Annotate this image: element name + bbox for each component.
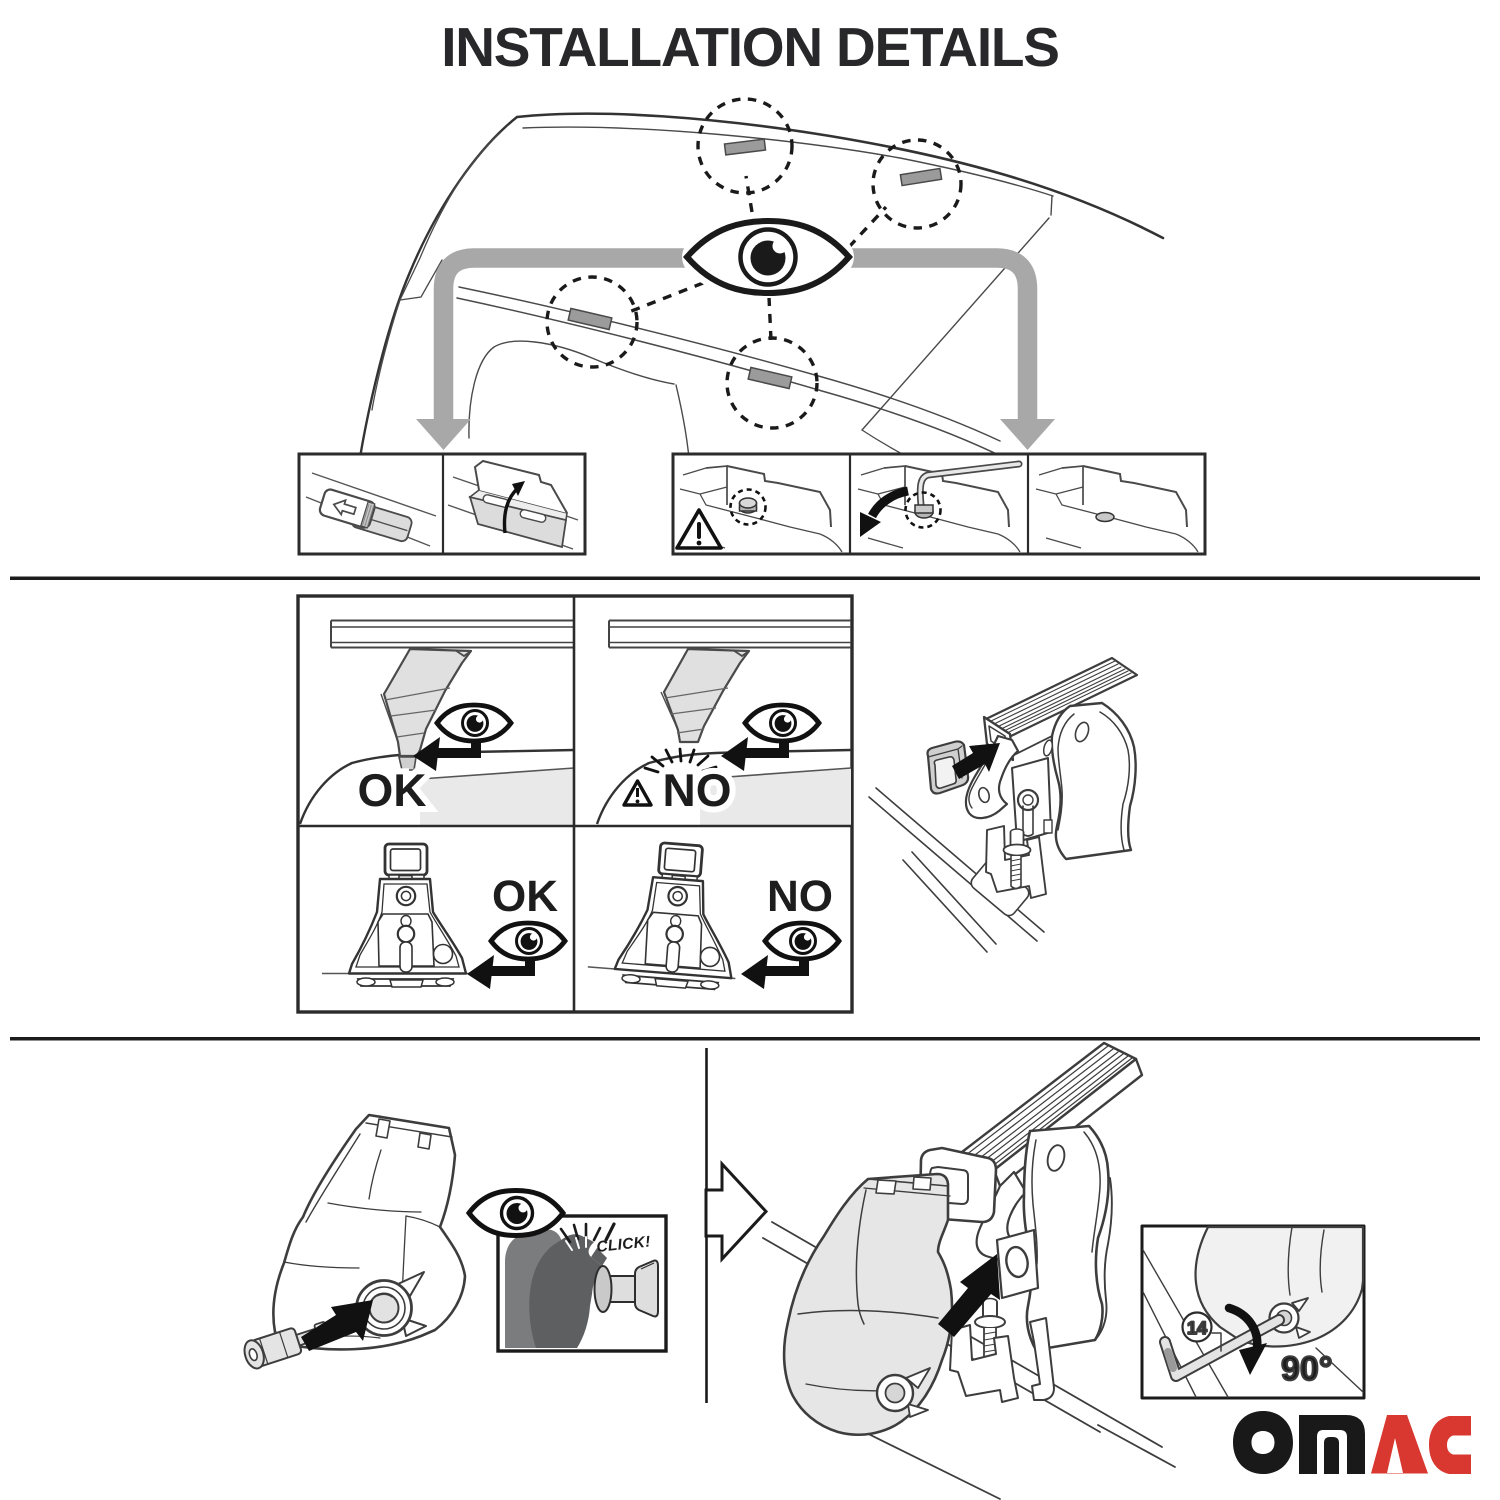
svg-text:OK: OK [358,764,427,816]
svg-text:CLICK!: CLICK! [596,1233,652,1256]
svg-text:90°: 90° [1281,1350,1332,1388]
svg-text:NO: NO [767,872,833,921]
svg-text:NO: NO [663,764,732,816]
svg-text:INSTALLATION DETAILS: INSTALLATION DETAILS [441,16,1059,78]
svg-text:OK: OK [492,872,558,921]
svg-text:14: 14 [1187,1318,1207,1338]
